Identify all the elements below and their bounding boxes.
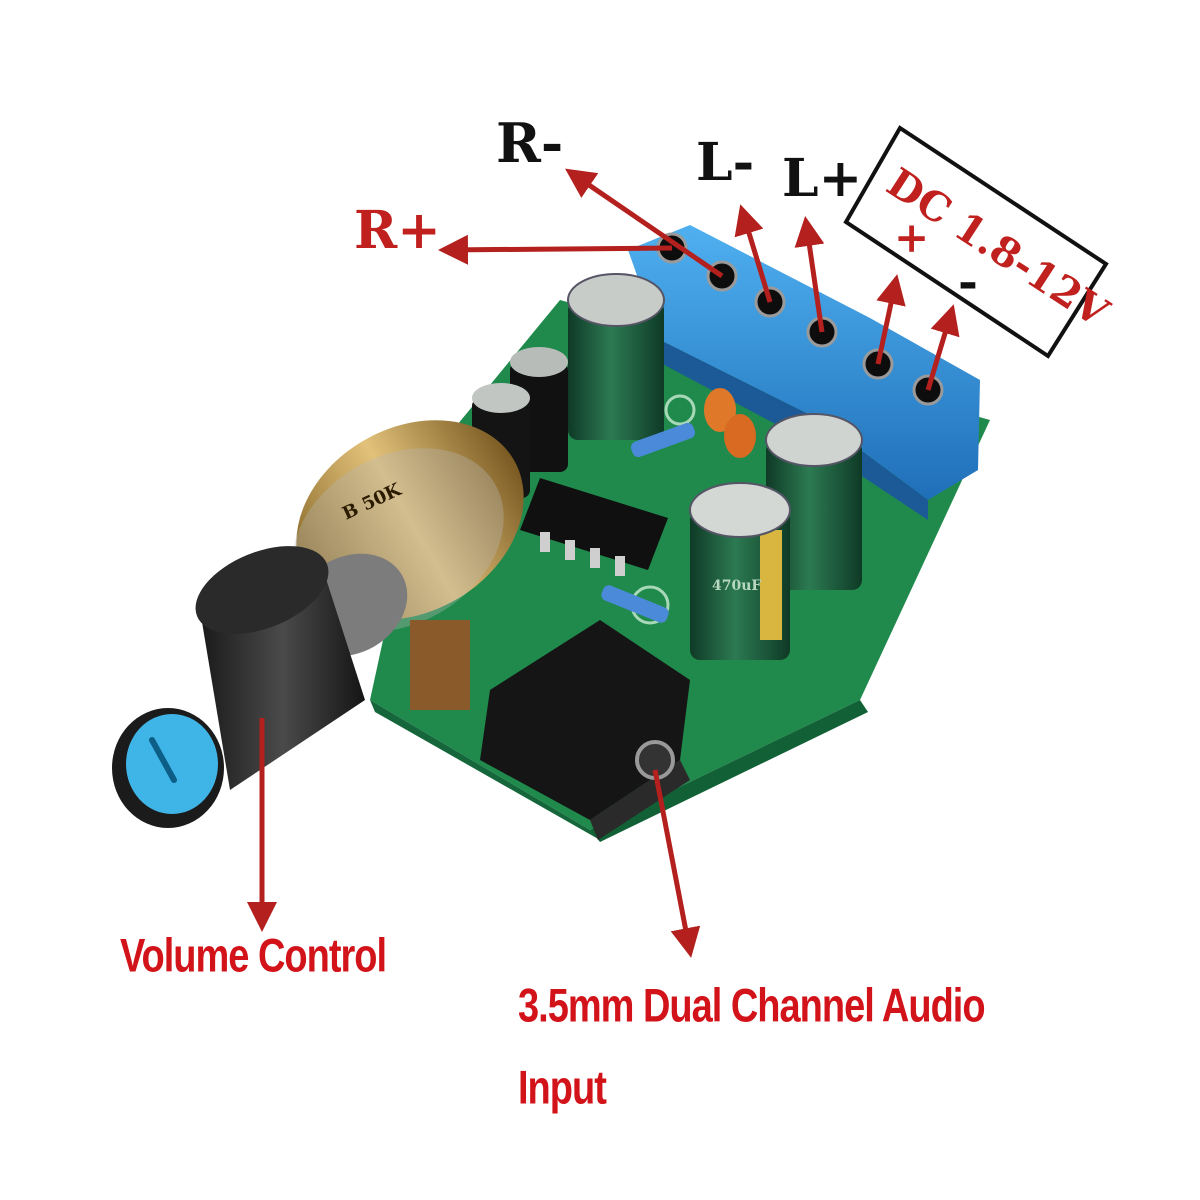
dc-plus-label: + xyxy=(894,213,929,262)
capacitor-large-1 xyxy=(567,273,665,440)
r-plus-label: R+ xyxy=(354,200,441,261)
callout-arrows xyxy=(247,168,960,958)
audio-jack xyxy=(480,620,690,840)
dc-minus-label: - xyxy=(958,254,978,310)
arrow-dc-minus xyxy=(925,304,960,391)
potentiometer: B 50K xyxy=(292,420,524,710)
l-minus-label: L- xyxy=(696,132,754,193)
arrow-audio-input xyxy=(652,769,701,958)
resistor-1 xyxy=(601,585,669,623)
audio-input-label-line1: 3.5mm Dual Channel Audio xyxy=(518,980,986,1033)
capacitor-marking: 470uF xyxy=(712,578,761,594)
ceramic-capacitor-2 xyxy=(724,414,756,458)
ceramic-capacitor-1 xyxy=(704,388,736,432)
arrow-l-minus xyxy=(734,204,773,303)
audio-input-label-line2: Input xyxy=(518,1062,607,1115)
arrow-r-plus xyxy=(438,234,673,265)
volume-knob xyxy=(112,546,365,828)
arrow-r-minus xyxy=(565,168,724,279)
ic-chip xyxy=(520,478,668,576)
resistor-2 xyxy=(630,422,696,458)
arrow-l-plus xyxy=(794,216,825,333)
capacitor-large-3: 470uF xyxy=(689,482,791,660)
volume-control-label: Volume Control xyxy=(120,930,387,983)
l-plus-label: L+ xyxy=(782,148,862,209)
r-minus-label: R- xyxy=(496,111,563,175)
arrow-dc-plus xyxy=(875,274,906,365)
